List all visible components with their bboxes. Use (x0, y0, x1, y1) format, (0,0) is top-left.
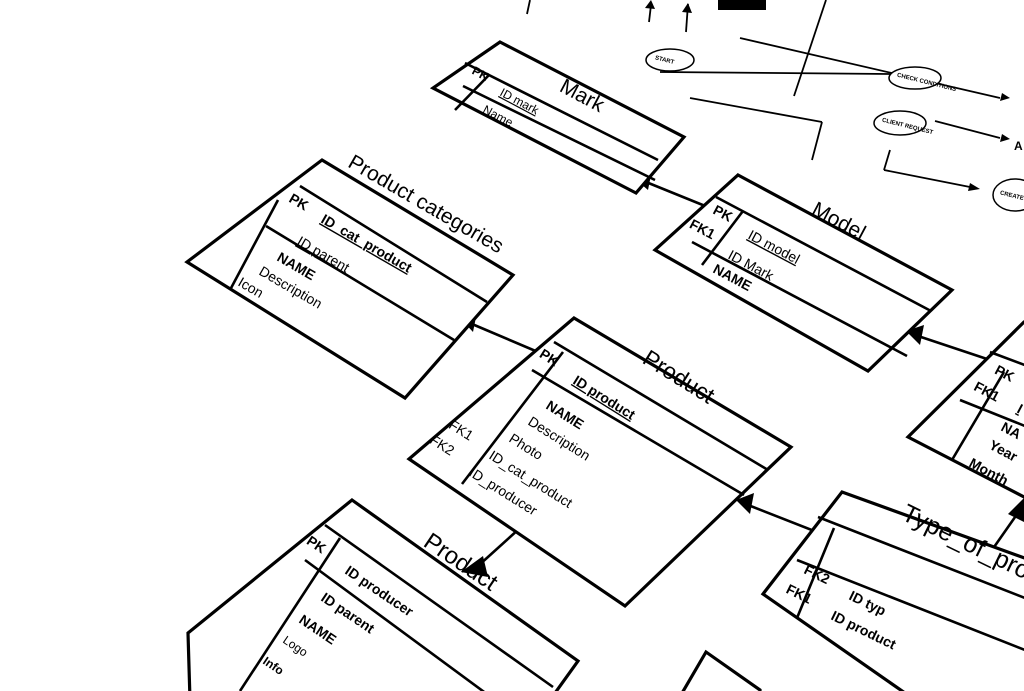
entity-header-divider (324, 523, 554, 689)
entity-key-divider (462, 84, 656, 182)
entity-header-divider (299, 184, 488, 304)
field-id: I (1015, 401, 1024, 417)
entity-header-divider (464, 61, 659, 162)
entity-key-divider (531, 368, 745, 497)
rel-product-categories (471, 322, 546, 357)
entity-key-divider (691, 240, 908, 358)
entity-key-divider (238, 537, 342, 691)
rel-right-model (917, 334, 991, 362)
entity-box (186, 497, 581, 691)
flow-edge (934, 120, 1001, 139)
flow-node (873, 110, 927, 136)
flow-fragment-label: A (1014, 139, 1023, 153)
flow-edge (883, 149, 891, 171)
entity-key-divider (959, 398, 1024, 428)
flow-edge (689, 97, 823, 123)
entity-header-divider (817, 515, 1024, 600)
flow-arrowhead (682, 3, 692, 13)
entity-key-divider (950, 371, 1006, 461)
flow-node (888, 66, 942, 90)
entity-header-divider (553, 340, 769, 472)
entity-partial-bottom (681, 649, 762, 691)
entity-box (905, 320, 1024, 499)
entity-key-divider (460, 351, 565, 485)
entity-key-divider (795, 527, 836, 619)
entity-type-of-product: Type_of_prod FK2 FK1 ID typ ID product (760, 490, 1024, 691)
entity-key-divider (796, 558, 1024, 652)
entity-header-divider (715, 195, 932, 313)
flow-node (992, 178, 1024, 212)
arrowhead-right (1008, 498, 1024, 522)
entity-box (406, 316, 794, 609)
arrowhead-product (736, 493, 754, 514)
arrowhead-producer (461, 556, 488, 577)
entity-key-divider (228, 199, 280, 291)
flow-node-dark (718, 0, 766, 10)
flow-edge (526, 0, 531, 15)
entity-key-divider (265, 224, 455, 342)
flow-arrowhead (645, 0, 655, 9)
flow-start-label: START (654, 55, 675, 66)
flow-edge (793, 0, 827, 97)
entity-producer: Product PK ID producer ID parent NAME Lo… (186, 497, 581, 691)
entity-right-partial: PK FK1 I NA Year Month (905, 320, 1024, 499)
flow-arrowhead (1000, 93, 1010, 101)
flow-arrowhead (968, 183, 980, 191)
entity-key-divider (304, 558, 485, 691)
flow-edge (811, 121, 823, 161)
flow-edge (883, 169, 976, 189)
entity-key-divider (454, 74, 490, 111)
entity-box (652, 173, 955, 373)
entity-model: Model PK FK1 ID model ID Mark NAME (652, 173, 955, 373)
flow-start-node (645, 48, 695, 72)
rel-product-producer (477, 527, 521, 567)
entity-header-divider (989, 350, 1024, 367)
flow-edge (739, 37, 1001, 99)
flow-arrowhead (1000, 134, 1010, 142)
flowchart-fragment: START CHECK CONDITIONS CLIENT REQUEST CR… (526, 0, 1024, 223)
entity-product: Product PK FK1 FK2 ID product NAME Descr… (406, 316, 794, 609)
entity-product-categories: Product categories PK ID_cat_product ID … (184, 151, 516, 401)
entity-mark: Mark PK ID mark Name (429, 40, 687, 196)
flow-edge (659, 71, 891, 75)
entity-key-divider (700, 210, 745, 266)
